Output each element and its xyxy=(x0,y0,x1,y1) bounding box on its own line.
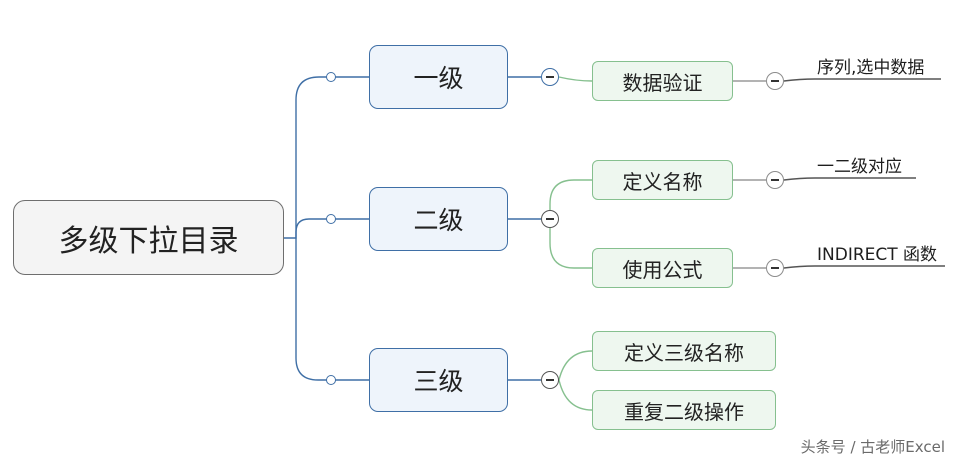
collapse-minus-icon[interactable] xyxy=(766,259,784,277)
note-underline-2 xyxy=(783,177,916,181)
connector-level2-b1 xyxy=(549,179,592,210)
note-indirect-function[interactable]: INDIRECT 函数 xyxy=(817,245,938,265)
topic-level1-b-label: 二级 xyxy=(413,206,464,235)
connector-level2-c2 xyxy=(558,379,593,411)
root-topic[interactable]: 多级下拉目录 xyxy=(13,200,284,275)
topic-level2-label: 定义名称 xyxy=(622,169,703,194)
note-underline-3 xyxy=(783,265,945,269)
note-level-mapping[interactable]: 一二级对应 xyxy=(817,157,902,177)
connector-root-to-level1-c xyxy=(295,238,369,381)
connector-level2-c1 xyxy=(558,350,593,381)
topic-level2-data-validation[interactable]: 数据验证 xyxy=(592,61,733,101)
topic-level1-c-label: 三级 xyxy=(413,367,464,396)
topic-level2-label: 使用公式 xyxy=(622,257,703,282)
topic-level2-label: 数据验证 xyxy=(622,70,703,95)
topic-level2-label: 定义三级名称 xyxy=(624,340,744,365)
junction-dot-icon xyxy=(326,375,336,385)
collapse-minus-icon[interactable] xyxy=(766,171,784,189)
connector-level2-b2 xyxy=(549,228,592,269)
topic-level1-b[interactable]: 二级 xyxy=(369,187,508,251)
collapse-minus-icon[interactable] xyxy=(766,72,784,90)
topic-level2-repeat-level2-steps[interactable]: 重复二级操作 xyxy=(592,390,776,430)
collapse-minus-icon[interactable] xyxy=(541,210,559,228)
collapse-minus-icon[interactable] xyxy=(541,371,559,389)
junction-dot-icon xyxy=(326,72,336,82)
topic-level2-define-level3-name[interactable]: 定义三级名称 xyxy=(592,331,776,371)
topic-level1-a[interactable]: 一级 xyxy=(369,45,508,109)
collapse-minus-icon[interactable] xyxy=(541,68,559,86)
topic-level2-label: 重复二级操作 xyxy=(624,399,744,424)
root-topic-label: 多级下拉目录 xyxy=(58,223,239,259)
connector-level2-a xyxy=(558,76,593,82)
watermark: 头条号 / 古老师Excel xyxy=(800,438,945,456)
topic-level2-define-name[interactable]: 定义名称 xyxy=(592,160,733,200)
topic-level1-a-label: 一级 xyxy=(413,64,464,93)
connector-root-to-level1-a xyxy=(284,76,369,239)
junction-dot-icon xyxy=(326,214,336,224)
topic-level1-c[interactable]: 三级 xyxy=(369,348,508,412)
note-sequence-select-data[interactable]: 序列,选中数据 xyxy=(817,58,925,78)
connector-root-to-level1-b xyxy=(295,218,369,238)
topic-level2-use-formula[interactable]: 使用公式 xyxy=(592,248,733,288)
note-underline-1 xyxy=(783,78,941,82)
